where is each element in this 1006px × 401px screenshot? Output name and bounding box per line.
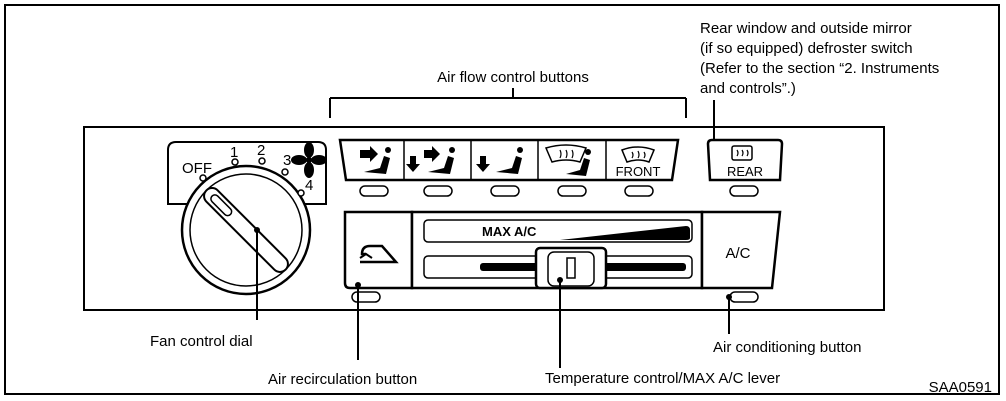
rear-defrost-icon [731, 145, 753, 161]
fan-position-4: 4 [305, 177, 313, 194]
floor-defrost-button[interactable] [539, 141, 605, 179]
fan-position-off: OFF [182, 160, 212, 177]
fan-icon [291, 142, 327, 178]
air-recirc-indicator [351, 291, 381, 303]
rear-defroster-indicator [729, 185, 759, 197]
ac-button-label: A/C [725, 245, 750, 262]
air-recirc-button[interactable] [343, 210, 414, 290]
air-recirc-label: Air recirculation button [268, 371, 417, 388]
rear-defroster-label-line-1: Rear window and outside mirror [700, 20, 912, 37]
air-flow-dividers [403, 140, 607, 180]
air-flow-indicators [359, 185, 654, 197]
fan-dial-inner-ring [189, 173, 303, 287]
rear-defroster-label-line-4: and controls”.) [700, 80, 796, 97]
rear-defroster-label-line-3: (Refer to the section “2. Instruments [700, 60, 939, 77]
max-ac-label: MAX A/C [482, 224, 537, 239]
fan-position-2: 2 [257, 142, 265, 159]
ac-indicator [729, 291, 759, 303]
fan-dial-label: Fan control dial [150, 333, 253, 350]
fan-dial-pointer [203, 187, 289, 273]
ac-leader-dot [726, 294, 732, 300]
floor-defrost-icon [544, 144, 591, 176]
recirculation-icon [359, 244, 399, 264]
temp-lever-leader-dot [557, 277, 563, 283]
air-flow-label: Air flow control buttons [437, 69, 589, 86]
bi-level-button[interactable] [405, 141, 470, 179]
figure-frame [4, 4, 1000, 395]
fan-dial-leader-dot [254, 227, 260, 233]
ac-button[interactable] [700, 210, 782, 290]
ac-button-callout: Air conditioning button [713, 339, 861, 356]
temp-lever-label: Temperature control/MAX A/C lever [545, 370, 780, 387]
fan-dial-position-dots [199, 157, 305, 197]
face-vent-button[interactable] [345, 141, 403, 179]
control-panel [83, 126, 885, 311]
figure-id: SAA0591 [929, 379, 992, 396]
fan-dial-housing [167, 141, 327, 205]
fan-position-1: 1 [230, 144, 238, 161]
front-defrost-button[interactable]: FRONT [607, 141, 673, 179]
front-defrost-icon [621, 146, 655, 163]
rear-defroster-text: REAR [727, 164, 763, 179]
air-recirc-leader-dot [355, 282, 361, 288]
rear-defroster-button[interactable]: REAR [706, 138, 784, 182]
rear-defroster-label-line-2: (if so equipped) defroster switch [700, 40, 913, 57]
front-defrost-label: FRONT [616, 164, 661, 179]
bi-level-icon [406, 146, 455, 174]
floor-vent-button[interactable] [472, 141, 537, 179]
floor-vent-icon [476, 147, 523, 174]
air-flow-bracket [329, 88, 687, 118]
max-ac-wedge [560, 226, 690, 240]
face-vent-icon [360, 146, 391, 174]
temp-lever-knob[interactable] [534, 246, 608, 290]
fan-position-3: 3 [283, 152, 291, 169]
